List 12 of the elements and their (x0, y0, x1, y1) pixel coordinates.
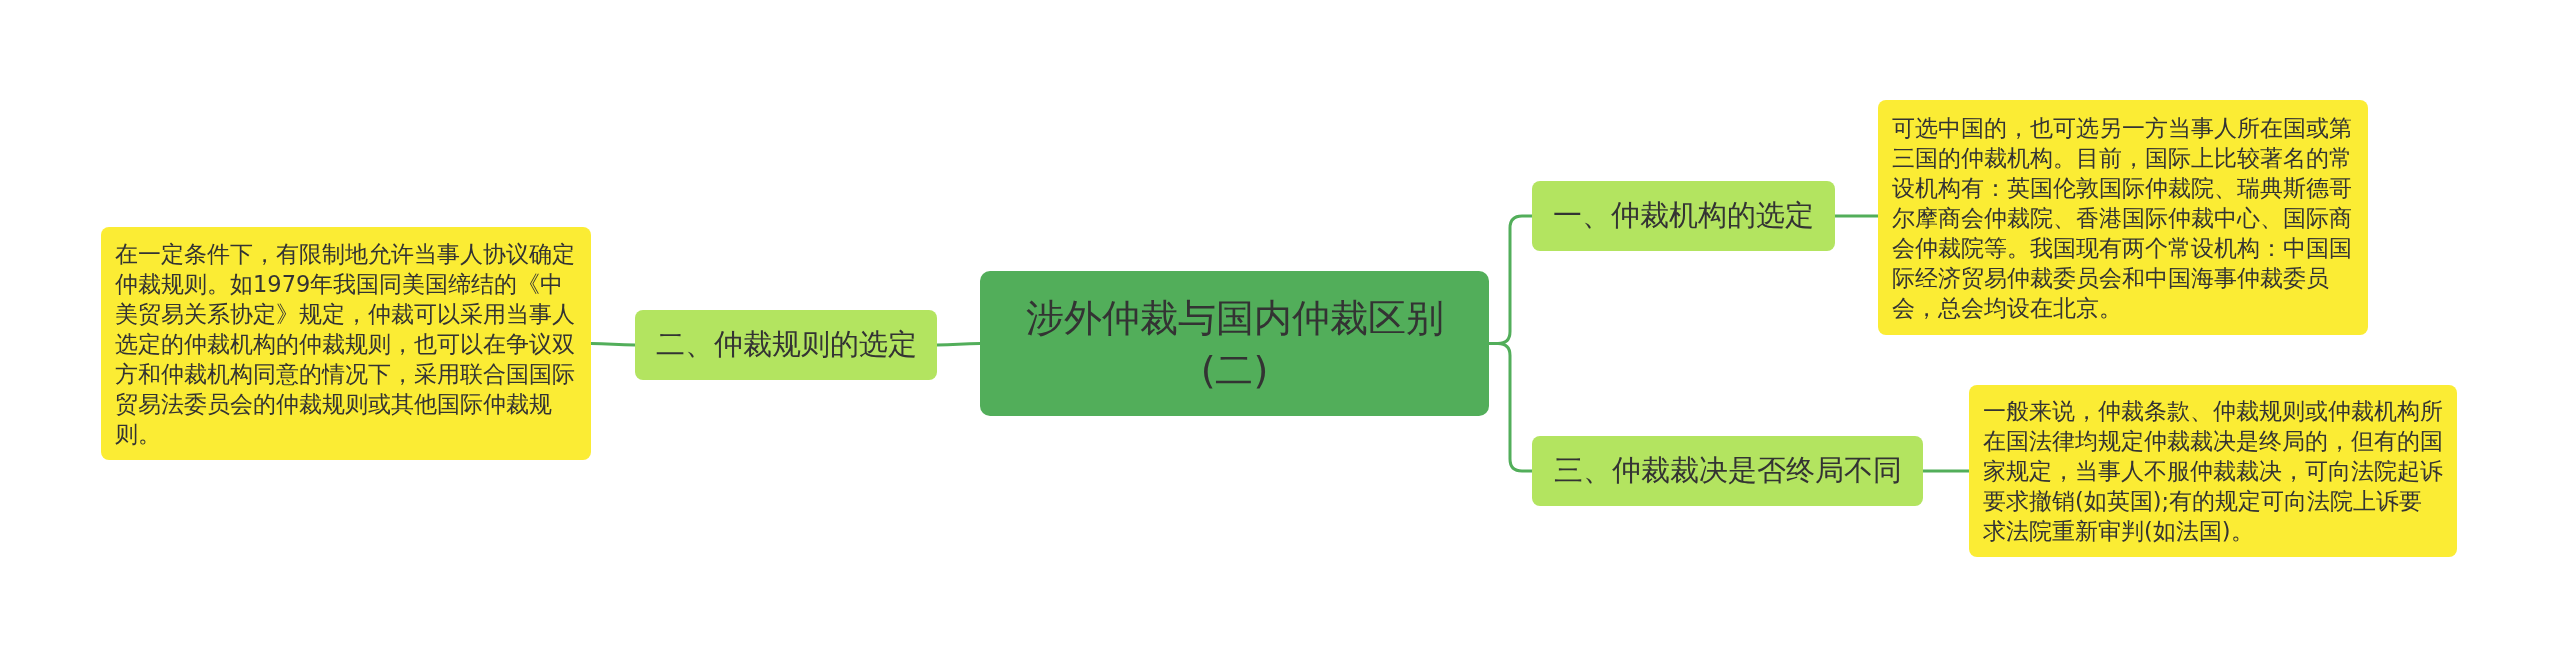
note-box: 可选中国的，也可选另一方当事人所在国或第三国的仲裁机构。目前，国际上比较著名的常设机构有：英国伦敦国际仲裁院、瑞典斯德哥尔摩商会仲裁院、香港国际仲裁中心、国际商会仲裁院等。我国现有两个常设机构：中国国际经济贸易仲裁委员会和中国海事仲裁委员会，总会均设在北京。 (1878, 100, 2368, 335)
branch-box: 一、仲裁机构的选定 (1532, 181, 1835, 251)
connector (1835, 214, 1878, 218)
connector (1923, 469, 1969, 473)
branch-box: 三、仲裁裁决是否终局不同 (1532, 436, 1923, 506)
topic-box: 涉外仲裁与国内仲裁区别(二) (980, 271, 1489, 416)
note-box: 一般来说，仲裁条款、仲裁规则或仲裁机构所在国法律均规定仲裁裁决是终局的，但有的国家规定，当事人不服仲裁裁决，可向法院起诉要求撤销(如英国);有的规定可向法院上诉要求法院重新审判(如法国)。 (1969, 385, 2457, 557)
note-box: 在一定条件下，有限制地允许当事人协议确定仲裁规则。如1979年我国同美国缔结的《中美贸易关系协定》规定，仲裁可以采用当事人选定的仲裁机构的仲裁规则，也可以在争议双方和仲裁机构同意的情况下，采用联合国国际贸易法委员会的仲裁规则或其他国际仲裁规则。 (101, 227, 591, 460)
connector (1489, 342, 1532, 473)
connector (591, 342, 635, 347)
branch-box: 二、仲裁规则的选定 (635, 310, 937, 380)
connector (937, 342, 980, 347)
